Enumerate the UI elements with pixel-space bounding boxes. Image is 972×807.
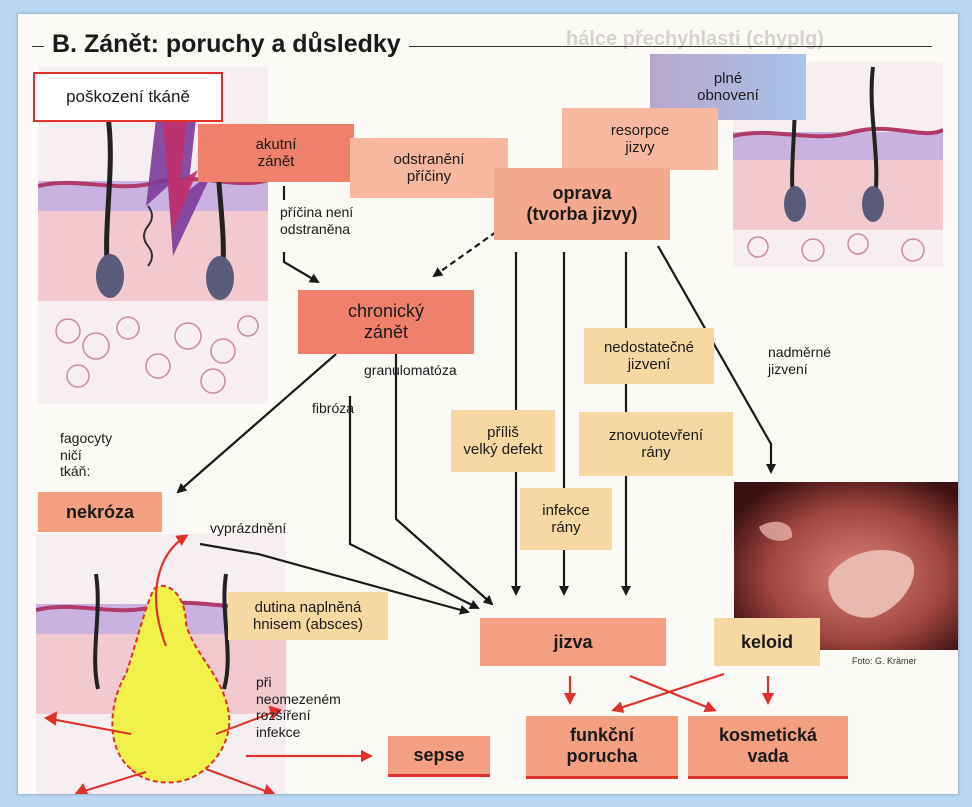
label-fagocyty: fagocyty ničí tkáň: [60,430,112,480]
box-nedostatecne-jizveni: nedostatečné jizvení [584,328,714,384]
box-oprava-tvorba-jizvy: oprava (tvorba jizvy) [494,168,670,240]
label-granulomatoza: granulomatóza [364,362,457,379]
box-prilis-velky-defekt: příliš velký defekt [451,410,555,472]
photo-credit: Foto: G. Krämer [852,656,917,666]
label-fibroza: fibróza [312,400,354,417]
label-nadmerne-jizveni: nadměrné jizvení [768,344,831,377]
box-funkcni-porucha: funkční porucha [526,716,678,779]
box-akutni-zanet: akutní zánět [198,124,354,182]
diagram-page: hálce přechyhlasti (chyplg) B. Zánět: po… [18,14,958,794]
box-odstraneni-priciny: odstranění příčiny [350,138,508,198]
arrow-granulomatoza-jizva [396,354,492,604]
flow-arrows [18,14,958,794]
box-nekroza: nekróza [38,492,162,532]
box-chronicky-zanet: chronický zánět [298,290,474,354]
label-pricina-neni-odstranena: příčina není odstraněna [280,204,353,237]
arrow-absces-nekroza [156,536,186,646]
label-neomezene-infekce: při neomezeném rozšíření infekce [256,674,341,740]
arrow-akutni-chronicky [284,252,318,282]
box-poskozeni-tkane: poškození tkáně [33,72,223,122]
box-kosmeticka-vada: kosmetická vada [688,716,848,779]
label-vyprazdneni: vyprázdnění [210,520,286,537]
box-sepse: sepse [388,736,490,777]
box-jizva: jizva [480,618,666,666]
arrow-chronicky-nekroza [178,354,336,492]
box-keloid: keloid [714,618,820,666]
box-resorpce-jizvy: resorpce jizvy [562,108,718,170]
arrow-oprava-chronicky [434,232,496,276]
arrow-keloid-funkcni [614,674,724,710]
box-infekce-rany: infekce rány [520,488,612,550]
box-dutina-absces: dutina naplněná hnisem (absces) [228,592,388,640]
box-znovuotevreni-rany: znovuotevření rány [579,412,733,476]
